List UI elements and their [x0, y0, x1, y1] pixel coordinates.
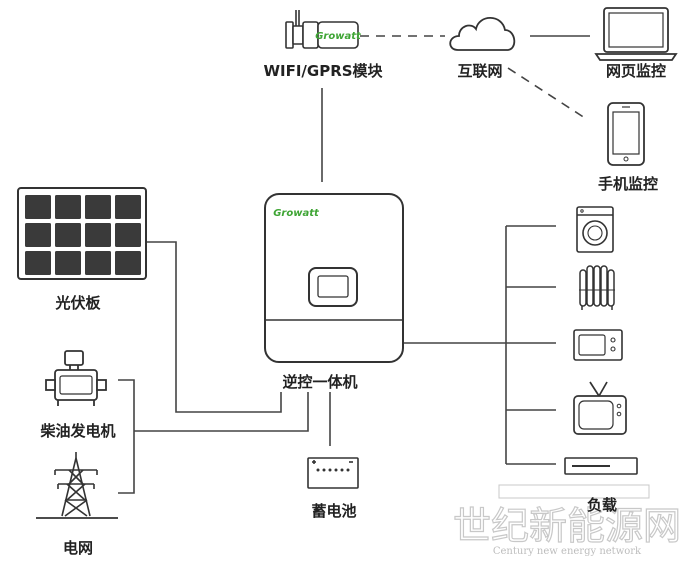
inverter-label: 逆控一体机 [282, 373, 358, 391]
pv-cell [25, 251, 51, 275]
watermark-main: 世纪新能源网 [453, 504, 681, 548]
generator-grid-bus [118, 379, 135, 494]
laptop-icon [594, 7, 678, 61]
inverter-logo: Growatt [273, 208, 320, 219]
battery-icon [307, 457, 359, 489]
generator-label: 柴油发电机 [40, 422, 116, 440]
pv-cell [55, 195, 81, 219]
mobile-monitor-label: 手机监控 [597, 175, 658, 193]
internet-label: 互联网 [457, 62, 503, 80]
watermark-sub: Century new energy network [493, 546, 642, 557]
microwave-icon [573, 329, 623, 361]
pylon-icon [36, 452, 118, 519]
cloud-icon [449, 16, 516, 51]
pv-cell [85, 195, 111, 219]
battery-label: 蓄电池 [311, 502, 357, 520]
pv-panel-label: 光伏板 [55, 294, 101, 312]
wifi-module-label: WIFI/GPRS模块 [263, 62, 383, 80]
oil-heater-icon [579, 265, 615, 310]
ac-input-link [134, 392, 309, 432]
generator-icon [45, 350, 107, 406]
wifi-module-icon: Growatt [285, 10, 362, 49]
pv-cell [55, 251, 81, 275]
inverter-icon: Growatt [264, 193, 404, 363]
pv-cell [25, 223, 51, 247]
pv-cells [25, 195, 141, 275]
load-label: 负载 [586, 496, 617, 514]
washing-machine-icon [576, 206, 614, 253]
pv-cell [25, 195, 51, 219]
watermark: 世纪新能源网 Century new energy network [452, 484, 682, 557]
pv-panel-icon [17, 187, 147, 280]
tv-icon [573, 381, 627, 435]
pv-cell [85, 251, 111, 275]
web-monitor-label: 网页监控 [605, 62, 666, 80]
module-logo: Growatt [315, 31, 362, 42]
dvd-player-icon [564, 457, 638, 475]
pv-cell [115, 195, 141, 219]
connection-lines [118, 35, 590, 494]
phone-icon [607, 102, 645, 166]
pv-cell [115, 251, 141, 275]
internet-phone-link [507, 67, 589, 121]
pv-cell [55, 223, 81, 247]
grid-label: 电网 [62, 539, 93, 557]
pv-cell [85, 223, 111, 247]
pv-cell [115, 223, 141, 247]
pv-inverter-link [147, 241, 282, 413]
